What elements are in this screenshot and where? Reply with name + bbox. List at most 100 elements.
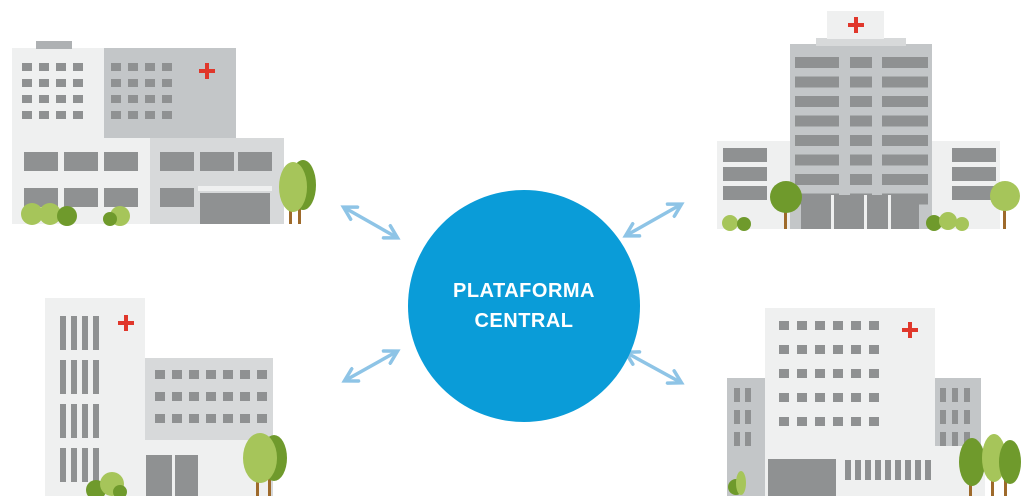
window: [162, 63, 172, 71]
window: [779, 345, 789, 354]
window: [145, 111, 155, 119]
window: [734, 410, 740, 424]
window: [73, 79, 83, 87]
window: [172, 370, 182, 379]
window: [734, 432, 740, 446]
hospital-bottom-right: [727, 308, 1021, 496]
window: [882, 76, 928, 88]
window: [155, 370, 165, 379]
window: [56, 63, 66, 71]
window: [940, 410, 946, 424]
window: [875, 460, 881, 480]
window: [155, 414, 165, 423]
window: [128, 63, 138, 71]
bushes: [728, 471, 746, 495]
window: [71, 316, 77, 350]
window: [795, 76, 839, 88]
window: [869, 369, 879, 378]
window: [162, 95, 172, 103]
window: [869, 321, 879, 330]
tree: [279, 160, 316, 224]
window: [39, 79, 49, 87]
window: [833, 369, 843, 378]
window: [93, 360, 99, 394]
window: [162, 79, 172, 87]
window: [22, 79, 32, 87]
window: [734, 388, 740, 402]
window: [162, 111, 172, 119]
hospital-top-left: [12, 41, 316, 226]
window: [850, 135, 872, 146]
window: [882, 154, 928, 166]
window: [128, 79, 138, 87]
window: [56, 95, 66, 103]
window: [71, 448, 77, 482]
window: [779, 369, 789, 378]
red-cross-icon: [848, 17, 864, 33]
window: [128, 111, 138, 119]
window: [795, 57, 839, 68]
window: [833, 417, 843, 426]
window: [815, 369, 825, 378]
window: [795, 135, 839, 146]
window: [797, 321, 807, 330]
central-platform-circle: [408, 190, 640, 422]
window: [60, 448, 66, 482]
window: [145, 95, 155, 103]
window: [779, 417, 789, 426]
red-cross-icon: [118, 315, 134, 331]
window: [73, 63, 83, 71]
window: [850, 115, 872, 127]
window: [60, 316, 66, 350]
window: [952, 432, 958, 446]
window: [851, 393, 861, 402]
window: [952, 388, 958, 402]
window: [869, 393, 879, 402]
window: [940, 432, 946, 446]
window: [925, 460, 931, 480]
window: [815, 345, 825, 354]
window: [795, 96, 839, 107]
window: [745, 388, 751, 402]
window: [145, 79, 155, 87]
window: [73, 111, 83, 119]
window: [795, 154, 839, 166]
window: [22, 111, 32, 119]
window: [815, 417, 825, 426]
window: [39, 63, 49, 71]
window: [60, 404, 66, 438]
arrow-bottom-left: [341, 349, 401, 383]
window: [964, 432, 970, 446]
window: [111, 95, 121, 103]
window: [39, 95, 49, 103]
window: [56, 79, 66, 87]
window: [833, 345, 843, 354]
red-cross-icon: [902, 322, 918, 338]
tree: [243, 433, 287, 496]
hospital-top-right: [717, 11, 1020, 231]
window: [964, 410, 970, 424]
window: [795, 174, 839, 185]
window: [845, 460, 851, 480]
window: [93, 316, 99, 350]
window: [869, 345, 879, 354]
window: [223, 414, 233, 423]
window: [779, 393, 789, 402]
window: [22, 63, 32, 71]
window: [206, 414, 216, 423]
window: [865, 460, 871, 480]
window: [850, 57, 872, 68]
window: [56, 111, 66, 119]
connection-arrows: [340, 202, 685, 385]
window: [882, 135, 928, 146]
window: [82, 360, 88, 394]
window: [905, 460, 911, 480]
window: [797, 345, 807, 354]
window: [851, 369, 861, 378]
window: [869, 417, 879, 426]
window: [189, 414, 199, 423]
window: [851, 345, 861, 354]
window: [851, 321, 861, 330]
window: [745, 410, 751, 424]
